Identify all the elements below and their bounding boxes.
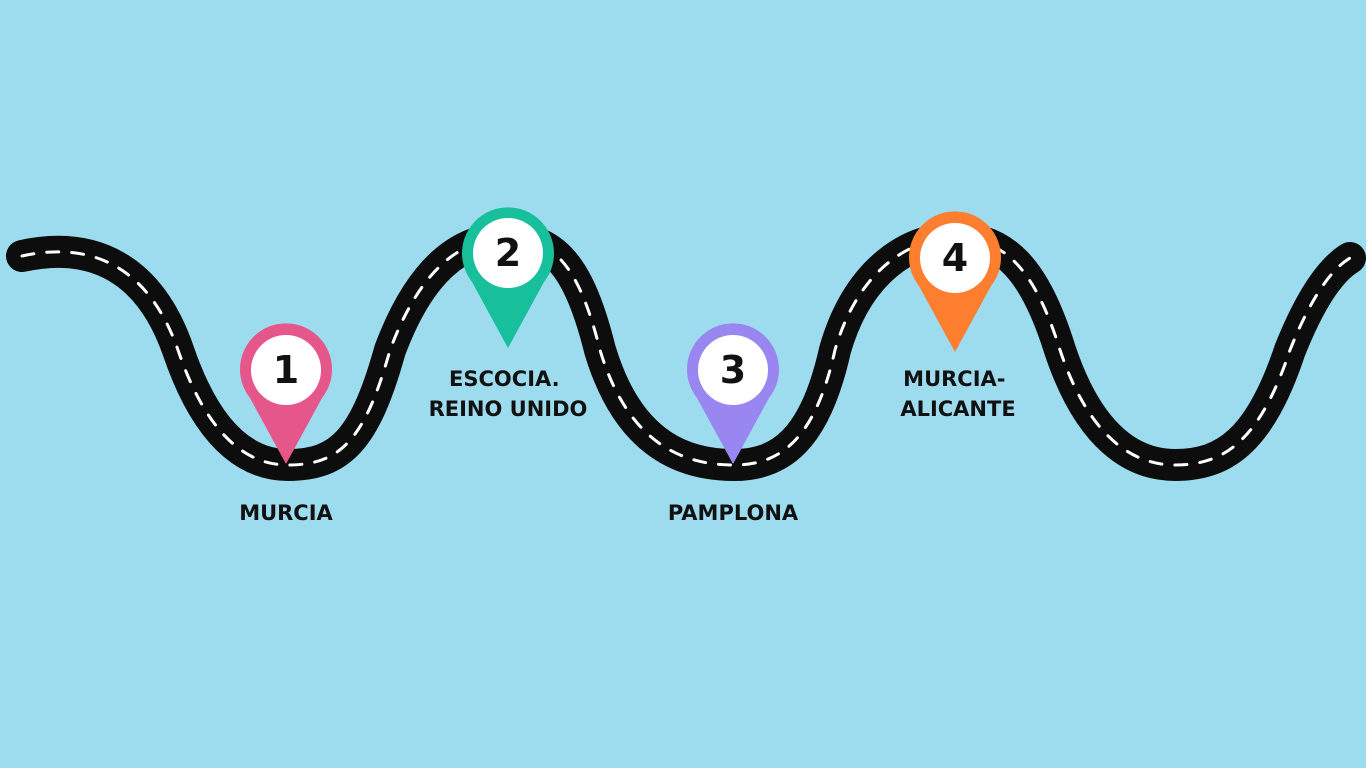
- stop-2-label-line-1: ESCOCIA.: [449, 367, 560, 391]
- pin-4-number: 4: [942, 236, 968, 280]
- stop-1-label-line-1: MURCIA: [239, 501, 333, 525]
- road: [6, 222, 1366, 481]
- map-pin-icon: [239, 323, 332, 464]
- pin-1-center: [251, 335, 321, 405]
- stop-3-label-line-1: PAMPLONA: [668, 501, 799, 525]
- stop-1-label: MURCIA: [239, 501, 333, 525]
- stop-4-label: MURCIA- ALICANTE: [900, 367, 1015, 421]
- pin-2-center: [473, 218, 543, 288]
- pin-4-center: [920, 223, 990, 293]
- road-center-dashes: [20, 236, 1352, 467]
- stop-4: 4 MURCIA- ALICANTE: [900, 211, 1016, 421]
- stop-1: 1 MURCIA: [239, 323, 334, 525]
- map-pin-icon: [687, 323, 779, 464]
- stop-2-label-line-2: REINO UNIDO: [429, 397, 588, 421]
- stop-3-label: PAMPLONA: [668, 501, 799, 525]
- pin-1-number: 1: [273, 348, 299, 392]
- stop-2: 2 ESCOCIA. REINO UNIDO: [429, 207, 588, 421]
- stop-3: 3 PAMPLONA: [668, 323, 799, 525]
- pin-3-center: [698, 335, 768, 405]
- stop-4-label-line-2: ALICANTE: [900, 397, 1015, 421]
- map-pin-icon: [461, 207, 554, 348]
- pin-3-number: 3: [720, 348, 746, 392]
- pin-2-number: 2: [495, 231, 521, 275]
- stop-4-label-line-1: MURCIA-: [903, 367, 1005, 391]
- stop-2-label: ESCOCIA. REINO UNIDO: [429, 367, 588, 421]
- map-pin-icon: [908, 211, 1001, 352]
